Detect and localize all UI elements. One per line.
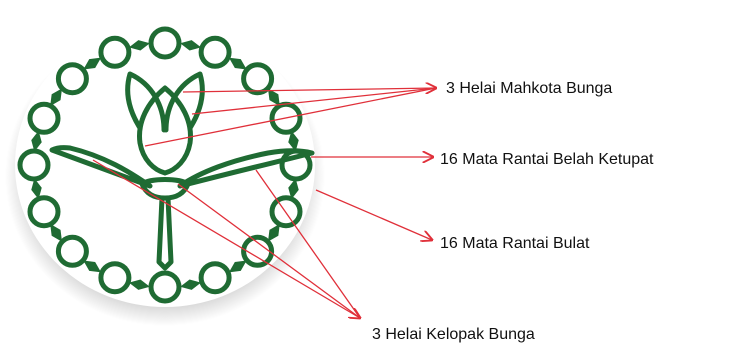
pointer-round	[315, 189, 432, 240]
diamond-link	[128, 279, 150, 290]
emblem-disc	[15, 23, 315, 307]
round-link	[198, 35, 232, 69]
sepal-right	[177, 148, 315, 189]
diamond-link	[31, 130, 42, 152]
pointer-sepal-1	[92, 159, 360, 318]
pointer-petal-1	[182, 88, 436, 92]
sepal-left	[49, 145, 153, 189]
round-link	[148, 26, 182, 60]
round-link	[27, 101, 61, 135]
label-diamond-links: 16 Mata Rantai Belah Ketupat	[440, 151, 654, 168]
round-link	[55, 234, 89, 268]
petal-right	[163, 71, 205, 133]
round-link	[241, 234, 275, 268]
diamond-link	[228, 57, 247, 70]
round-link	[198, 261, 232, 295]
round-link	[98, 35, 132, 69]
diamond-link	[267, 223, 280, 242]
flower-stem	[156, 195, 174, 271]
petal-left	[125, 71, 167, 133]
round-link	[17, 148, 51, 182]
diamond-link	[50, 88, 63, 107]
pointer-lines	[92, 87, 437, 319]
round-link	[98, 261, 132, 295]
pointer-petal-2	[191, 87, 437, 115]
diamond-link	[228, 260, 247, 273]
flower-icon	[49, 71, 315, 271]
diamond-link	[180, 279, 202, 290]
round-link	[148, 270, 182, 304]
pointer-sepal-2	[177, 183, 361, 319]
round-link	[241, 62, 275, 96]
label-sepals: 3 Helai Kelopak Bunga	[372, 326, 535, 343]
label-petals: 3 Helai Mahkota Bunga	[446, 80, 613, 97]
diamond-link	[83, 260, 102, 273]
petal-middle	[137, 85, 193, 176]
diamond-link	[50, 223, 63, 242]
label-round-links: 16 Mata Rantai Bulat	[440, 235, 590, 252]
diamond-link	[83, 57, 102, 70]
round-link	[27, 195, 61, 229]
pointer-sepal-3	[255, 169, 361, 319]
diamond-link	[288, 178, 299, 200]
diamond-link	[128, 40, 150, 51]
diamond-link	[180, 40, 202, 51]
pointer-petal-3	[144, 87, 437, 147]
diamond-link	[31, 178, 42, 200]
round-link	[55, 62, 89, 96]
